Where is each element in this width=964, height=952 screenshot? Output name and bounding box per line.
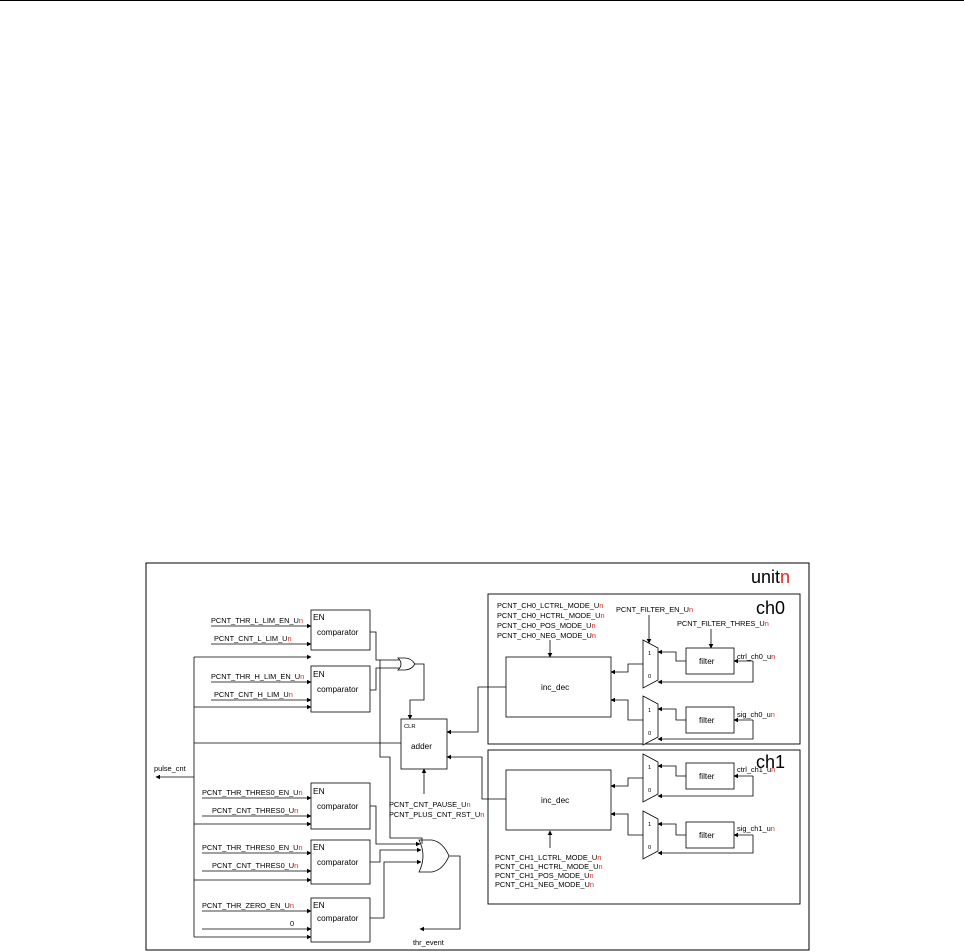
ch1-mode-3: PCNT_CH1_NEG_MODE_Un (495, 880, 594, 889)
ch1-frame (487, 749, 801, 905)
signal-l-lim-en: PCNT_THR_L_LIM_EN_Un (211, 616, 303, 625)
page-top-rule (0, 0, 964, 1)
signal-plus-cnt-rst: PCNT_PLUS_CNT_RST_Un (389, 810, 484, 819)
filter-label: filter (699, 772, 715, 781)
or-gate-thresholds-wires (370, 660, 461, 932)
unit-frame (145, 562, 810, 951)
signal-thres0-en-b: PCNT_THR_THRES0_EN_Un (202, 843, 303, 852)
signal-sig-ch0: sig_ch0_un (737, 710, 775, 719)
filter-label: filter (699, 657, 715, 666)
ch0-title: ch0 (756, 598, 785, 618)
mux-zero-label: 0 (648, 845, 651, 851)
ch0-inc-dec-label: inc_dec (541, 683, 569, 692)
en-label: EN (313, 842, 325, 852)
signal-l-lim-val: PCNT_CNT_L_LIM_Un (214, 634, 292, 643)
signal-ctrl-ch1: ctrl_ch1_un (737, 765, 775, 774)
signal-filter-en: PCNT_FILTER_EN_Un (616, 605, 693, 614)
signal-zero-en: PCNT_THR_ZERO_EN_Un (202, 901, 294, 910)
filter-label: filter (699, 831, 715, 840)
filter-label: filter (699, 716, 715, 725)
comparator-l-lim: EN comparator (310, 609, 371, 651)
signal-h-lim-val: PCNT_CNT_H_LIM_Un (214, 690, 293, 699)
ch0-mode-1: PCNT_CH0_HCTRL_MODE_Un (497, 611, 605, 620)
mux-zero-label: 0 (648, 731, 651, 737)
ch0-ctrl-wires (610, 649, 754, 685)
signal-thres0-en-a: PCNT_THR_THRES0_EN_Un (202, 788, 303, 797)
adder-clr-label: CLR (404, 724, 416, 730)
adder-label: adder (411, 742, 432, 751)
ch0-ctrl-filter (685, 647, 735, 675)
comparator-label: comparator (317, 802, 359, 811)
ch0-sig-filter (685, 706, 735, 734)
signal-pulse-cnt: pulse_cnt (154, 764, 186, 773)
or-gate-limits-wires (370, 631, 425, 720)
comparator-label: comparator (317, 914, 359, 923)
ch1-inc-dec-block (505, 769, 612, 831)
ch0-sig-mux (642, 695, 659, 746)
signal-zero-val: 0 (290, 919, 294, 928)
signal-thr-event: thr_event (413, 938, 444, 947)
mux-zero-label: 0 (648, 788, 651, 794)
ch0-inc-dec-block (505, 656, 612, 718)
adder-block: CLR adder (400, 718, 448, 770)
ch0-sig-wires (610, 697, 754, 742)
comparator-thres0-b: EN comparator (310, 839, 371, 885)
signal-ctrl-ch0: ctrl_ch0_un (737, 652, 775, 661)
en-label: EN (313, 612, 325, 622)
signal-thres0-val-a: PCNT_CNT_THRES0_Un (212, 806, 298, 815)
inc-dec-to-adder-wires (446, 686, 506, 800)
mux-one-label: 1 (648, 822, 651, 828)
ch1-sig-filter (685, 821, 735, 849)
ch1-mode-0: PCNT_CH1_LCTRL_MODE_Un (495, 853, 601, 862)
ch1-title: ch1 (756, 752, 785, 772)
or-gate-limits (397, 657, 416, 671)
comparator-input-wires (202, 623, 312, 932)
or-gate-thresholds (418, 839, 450, 873)
signal-filter-thres: PCNT_FILTER_THRES_Un (677, 619, 769, 628)
signal-sig-ch1: sig_ch1_un (737, 824, 775, 833)
ch0-ctrl-mux (642, 639, 659, 689)
pulse-cnt-bus (155, 654, 401, 940)
mux-one-label: 1 (648, 651, 651, 657)
ch1-sig-wires (610, 811, 754, 856)
ch1-mode-2: PCNT_CH1_POS_MODE_Un (495, 871, 594, 880)
unit-title: unitn (751, 567, 790, 587)
en-label: EN (313, 900, 325, 910)
ch1-ctrl-wires (610, 763, 754, 799)
signal-h-lim-en: PCNT_THR_H_LIM_EN_Un (211, 672, 304, 681)
comparator-zero: EN comparator (310, 897, 371, 943)
mux-one-label: 1 (648, 765, 651, 771)
ch1-sig-mux (642, 810, 659, 860)
ch1-inc-dec-label: inc_dec (541, 796, 569, 805)
comparator-label: comparator (317, 858, 359, 867)
signal-thres0-val-b: PCNT_CNT_THRES0_Un (212, 861, 298, 870)
en-label: EN (313, 669, 325, 679)
en-label: EN (313, 786, 325, 796)
ch0-mode-3: PCNT_CH0_NEG_MODE_Un (497, 631, 596, 640)
comparator-label: comparator (317, 685, 359, 694)
comparator-thres0-a: EN comparator (310, 782, 371, 830)
ch0-mode-0: PCNT_CH0_LCTRL_MODE_Un (497, 601, 603, 610)
comparator-label: comparator (317, 628, 359, 637)
ch1-ctrl-mux (642, 753, 659, 803)
comparator-h-lim: EN comparator (310, 665, 371, 713)
ch0-mode-2: PCNT_CH0_POS_MODE_Un (497, 621, 596, 630)
signal-pause: PCNT_CNT_PAUSE_Un (389, 800, 471, 809)
mux-one-label: 1 (648, 708, 651, 714)
ch1-mode-1: PCNT_CH1_HCTRL_MODE_Un (495, 862, 603, 871)
mux-zero-label: 0 (648, 674, 651, 680)
